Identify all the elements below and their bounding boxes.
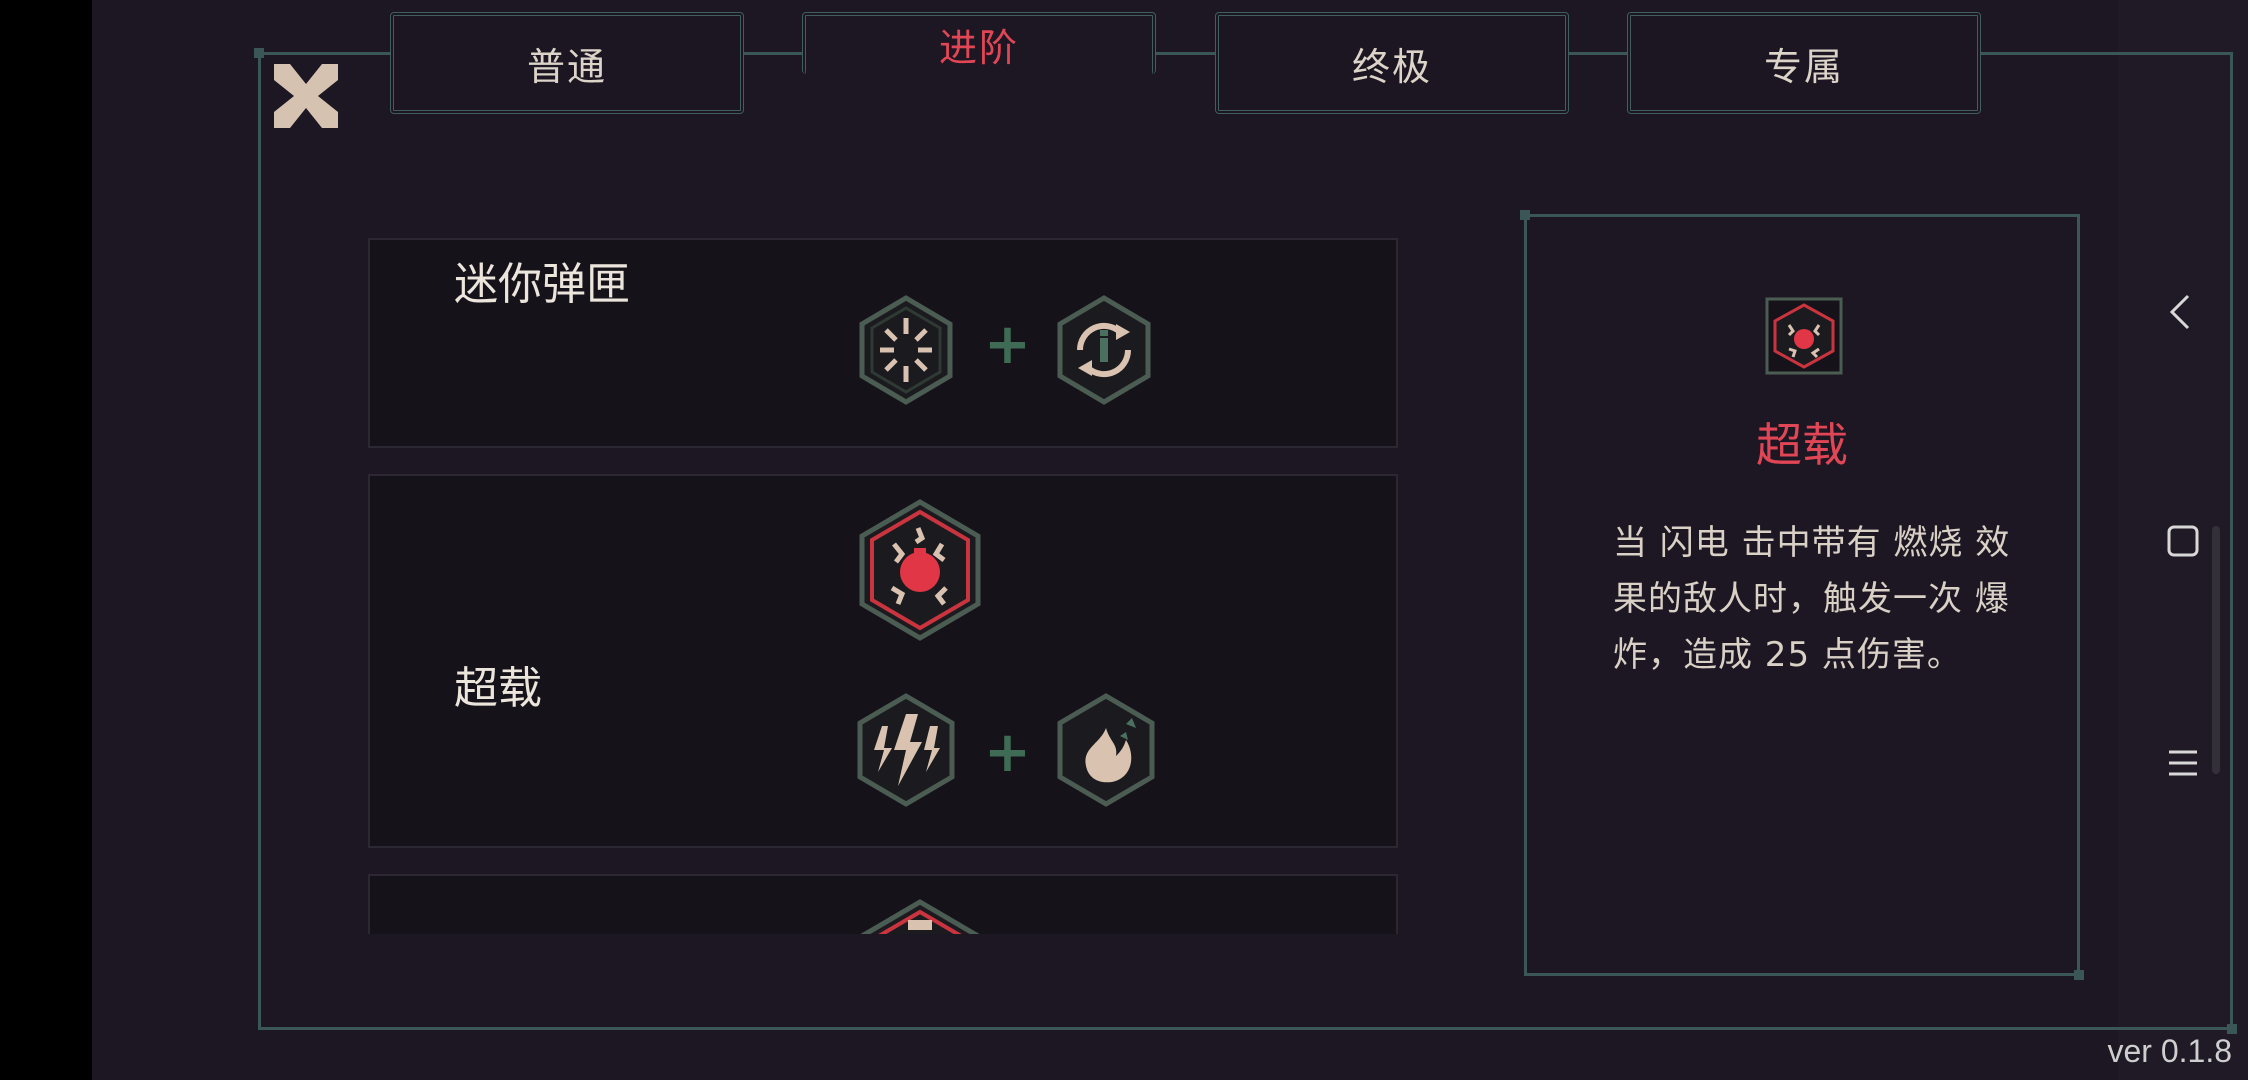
synergy-card[interactable]: 迷你弹匣 +	[368, 238, 1398, 448]
plus-sign: +	[984, 720, 1031, 785]
lightning-icon[interactable]	[856, 692, 956, 812]
close-button[interactable]	[268, 58, 344, 134]
back-button[interactable]	[2166, 292, 2196, 342]
partial-icon[interactable]	[858, 898, 982, 934]
detail-panel: 超载 当 闪电 击中带有 燃烧 效果的敌人时，触发一次 爆炸，造成 25 点伤害…	[1520, 210, 2084, 980]
menu-icon	[2169, 750, 2197, 776]
tab-label: 进阶	[938, 26, 1019, 70]
version-label: ver 0.1.8	[2107, 1033, 2232, 1069]
tab-label: 普通	[526, 44, 607, 89]
synergy-list[interactable]: 迷你弹匣 +	[368, 238, 1400, 934]
tab-ultimate[interactable]: 终极	[1215, 12, 1569, 114]
tab-label: 专属	[1763, 44, 1844, 89]
card-name: 迷你弹匣	[454, 259, 630, 310]
card-name: 超载	[454, 663, 542, 714]
tab-label: 终极	[1351, 44, 1432, 89]
system-nav-bar	[2118, 0, 2248, 1080]
scrollbar[interactable]	[2212, 526, 2220, 774]
square-icon	[2167, 525, 2199, 557]
reload-icon[interactable]	[1056, 294, 1152, 410]
plus-sign: +	[984, 312, 1031, 377]
fire-icon[interactable]	[1056, 692, 1156, 812]
synergy-card[interactable]	[368, 874, 1398, 934]
overload-icon	[1765, 297, 1843, 379]
menu-button[interactable]	[2166, 744, 2200, 790]
detail-description: 当 闪电 击中带有 燃烧 效果的敌人时，触发一次 爆炸，造成 25 点伤害。	[1613, 523, 2011, 675]
home-button[interactable]	[2166, 522, 2200, 568]
burst-icon[interactable]	[858, 294, 954, 410]
tab-exclusive[interactable]: 专属	[1627, 12, 1981, 114]
overload-icon[interactable]	[858, 498, 982, 646]
tab-normal[interactable]: 普通	[390, 12, 744, 114]
chevron-left-icon	[2169, 294, 2190, 330]
detail-title: 超载	[1756, 418, 1848, 472]
close-icon	[274, 64, 338, 128]
tab-advanced[interactable]: 进阶	[802, 12, 1156, 74]
synergy-card[interactable]: 超载 +	[368, 474, 1398, 848]
